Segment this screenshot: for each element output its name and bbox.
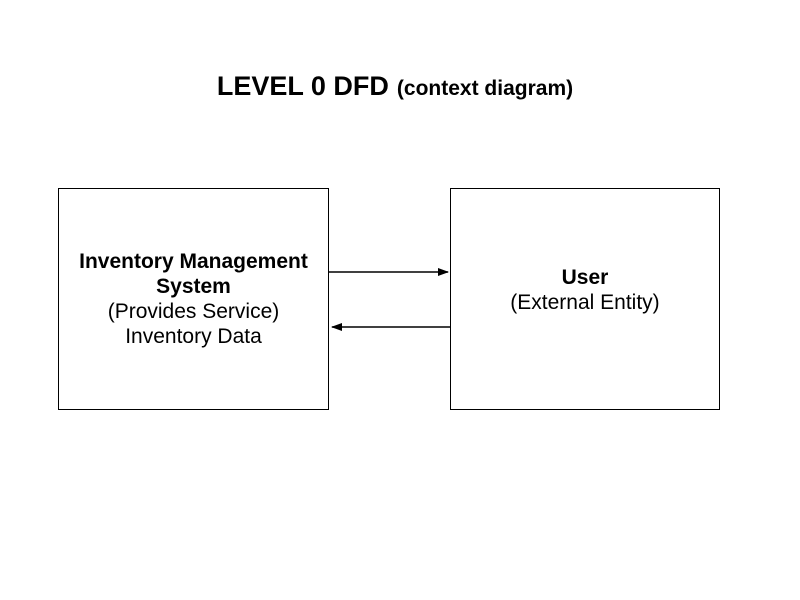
process-data-label: Inventory Data (125, 325, 262, 348)
diagram-title-sub: (context diagram) (396, 77, 574, 100)
entity-type-label: (External Entity) (510, 291, 660, 314)
entity-box-text: User (External Entity) (510, 265, 659, 315)
process-name-line1: Inventory Management (79, 250, 308, 273)
entity-box-user: User (External Entity) (450, 188, 720, 410)
process-box-text: Inventory Management System (Provides Se… (79, 249, 308, 349)
diagram-title: LEVEL 0 DFD (context diagram) (0, 70, 790, 107)
process-box-inventory-management-system: Inventory Management System (Provides Se… (58, 188, 329, 410)
diagram-title-main: LEVEL 0 DFD (216, 71, 389, 101)
process-type-label: (Provides Service) (107, 300, 280, 323)
process-name-line2: System (156, 275, 231, 298)
entity-name: User (561, 266, 609, 289)
